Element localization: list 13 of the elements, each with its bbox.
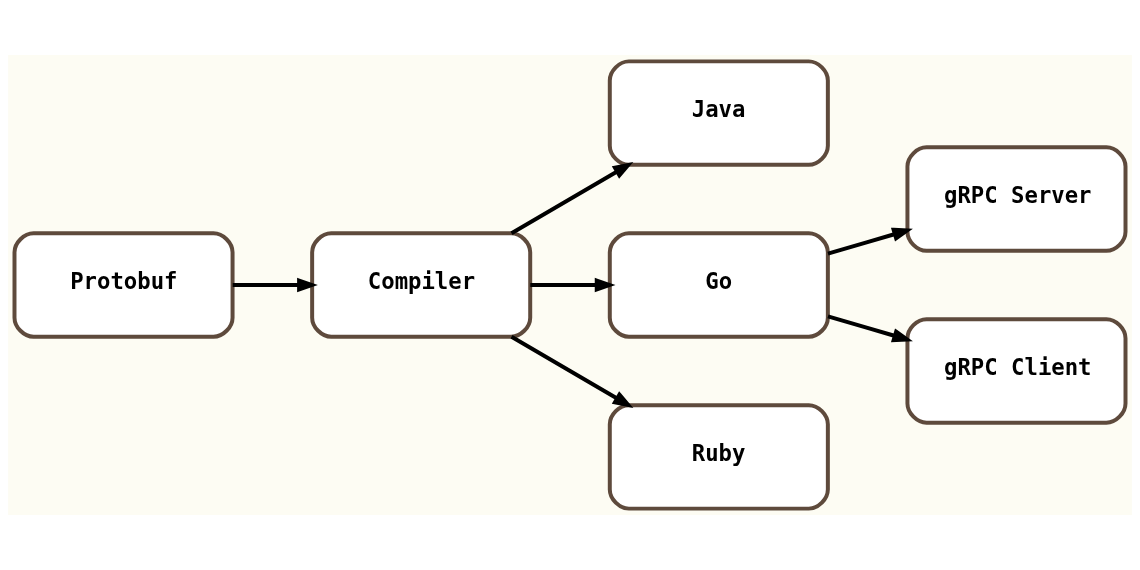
arrow: [530, 277, 616, 293]
node-box: Go: [607, 231, 830, 339]
arrow: [827, 314, 913, 343]
node-box: gRPC Client: [905, 317, 1128, 425]
arrow: [232, 277, 318, 293]
arrow: [827, 227, 913, 256]
node-box: Compiler: [310, 231, 533, 339]
node-box: Ruby: [607, 403, 830, 511]
arrow: [510, 162, 634, 235]
node-box: gRPC Server: [905, 145, 1128, 253]
node-box: Java: [607, 59, 830, 167]
node-box: Protobuf: [12, 231, 235, 339]
arrow: [510, 335, 634, 408]
